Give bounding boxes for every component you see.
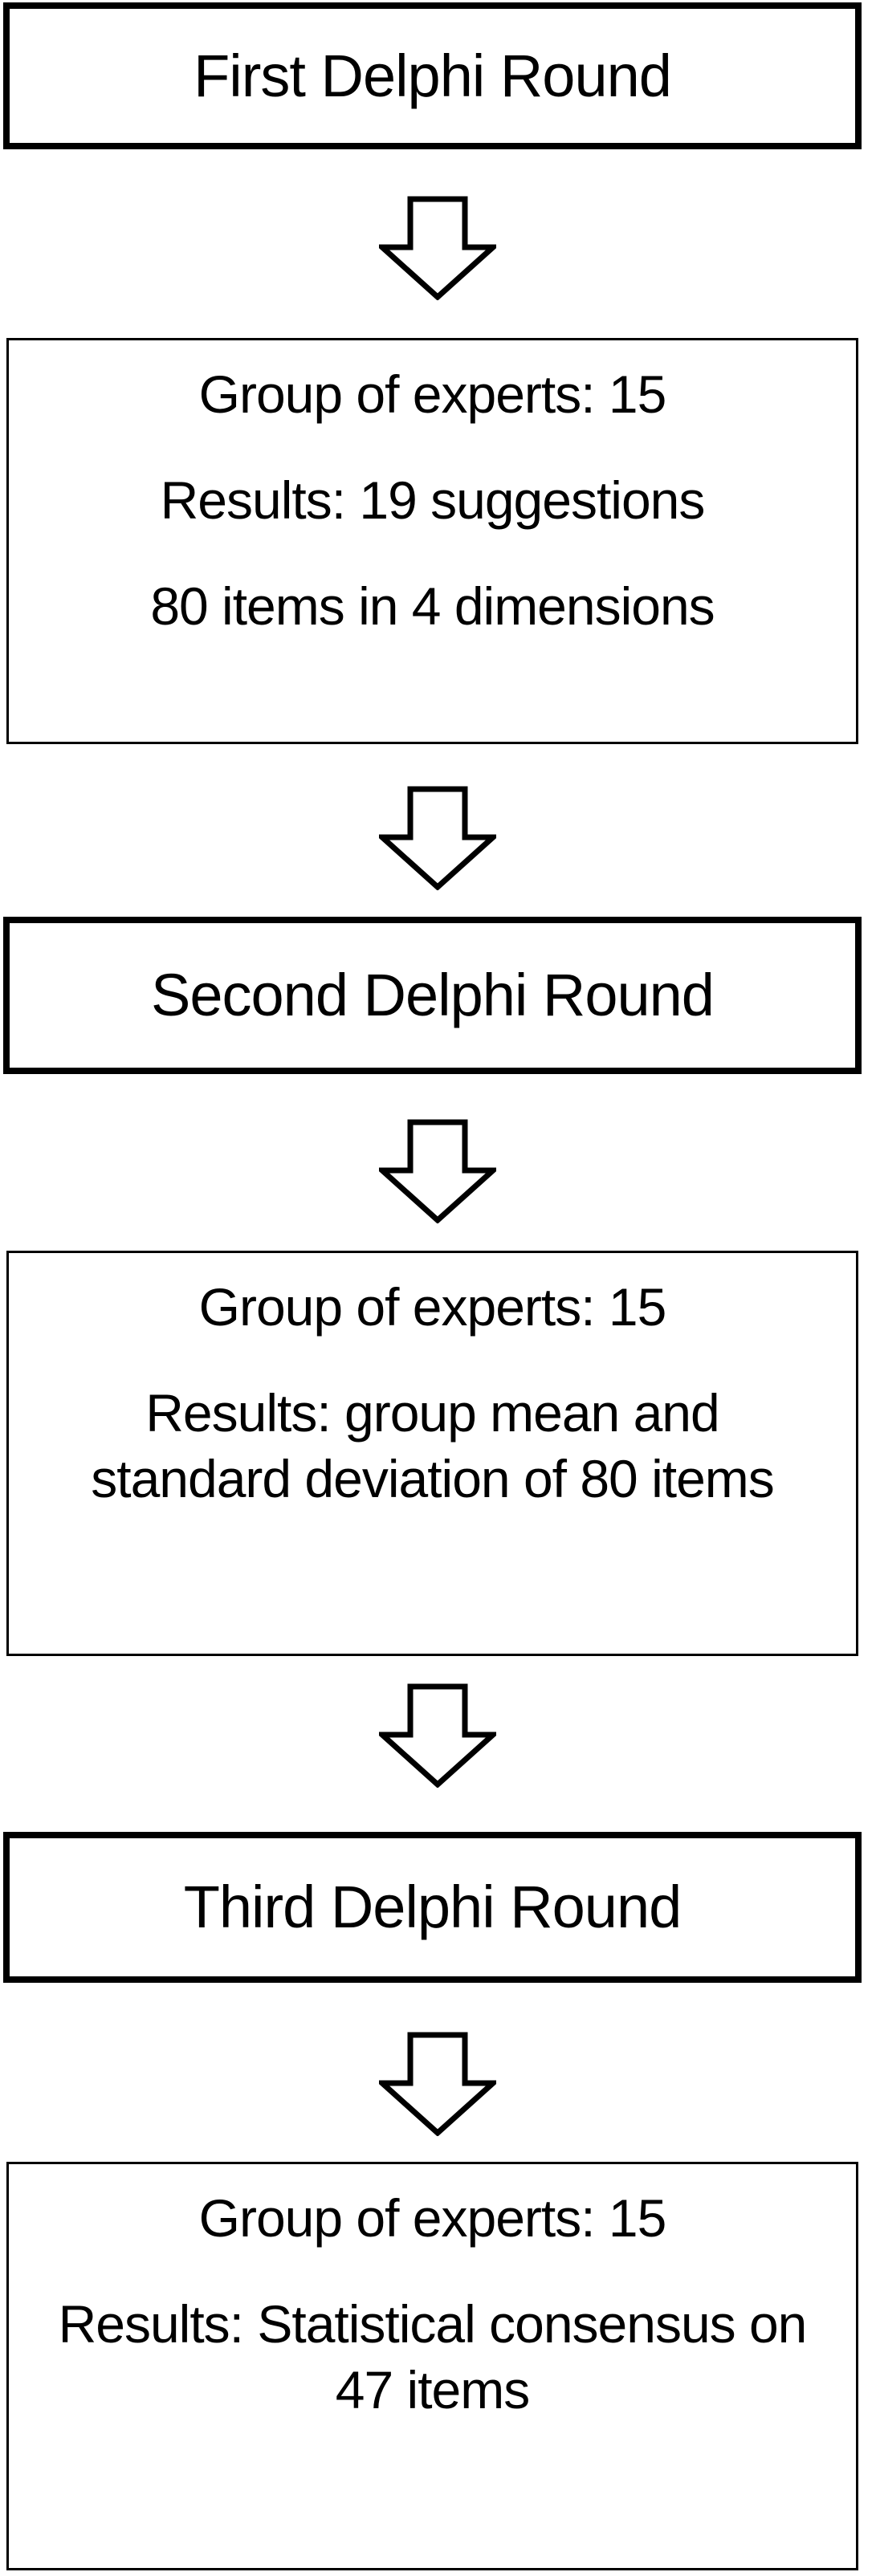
results-line: 47 items (335, 2360, 530, 2419)
down-arrow-icon (379, 1119, 496, 1223)
results-paragraph: Group of experts: 15 (9, 361, 856, 427)
down-arrow-icon (379, 786, 496, 890)
results-line: standard deviation of 80 items (91, 1449, 775, 1508)
results-line: Group of experts: 15 (198, 2188, 667, 2248)
results-line: 80 items in 4 dimensions (150, 576, 715, 636)
results-line: Results: 19 suggestions (160, 470, 706, 530)
down-arrow-icon (379, 1683, 496, 1788)
results-line: Results: Statistical consensus on (58, 2294, 808, 2354)
second-delphi-round-box: Second Delphi Round (3, 917, 862, 1074)
third-delphi-round-box: Third Delphi Round (3, 1832, 862, 1983)
second-round-results-box: Group of experts: 15 Results: group mean… (6, 1251, 858, 1656)
results-line: Results: group mean and (145, 1383, 719, 1443)
third-round-results-box: Group of experts: 15 Results: Statistica… (6, 2162, 858, 2570)
results-paragraph: Results: 19 suggestions (9, 467, 856, 533)
round-title: Third Delphi Round (183, 1874, 682, 1940)
down-arrow-icon (379, 196, 496, 300)
results-paragraph: Results: Statistical consensus on 47 ite… (9, 2291, 856, 2423)
results-paragraph: 80 items in 4 dimensions (9, 573, 856, 639)
first-delphi-round-box: First Delphi Round (3, 2, 862, 149)
results-paragraph: Results: group mean and standard deviati… (9, 1380, 856, 1512)
round-title: Second Delphi Round (151, 962, 715, 1028)
results-line: Group of experts: 15 (198, 1277, 667, 1337)
results-line: Group of experts: 15 (198, 364, 667, 424)
down-arrow-icon (379, 2032, 496, 2136)
first-round-results-box: Group of experts: 15 Results: 19 suggest… (6, 338, 858, 744)
round-title: First Delphi Round (194, 42, 672, 109)
results-paragraph: Group of experts: 15 (9, 1274, 856, 1340)
results-paragraph: Group of experts: 15 (9, 2185, 856, 2251)
